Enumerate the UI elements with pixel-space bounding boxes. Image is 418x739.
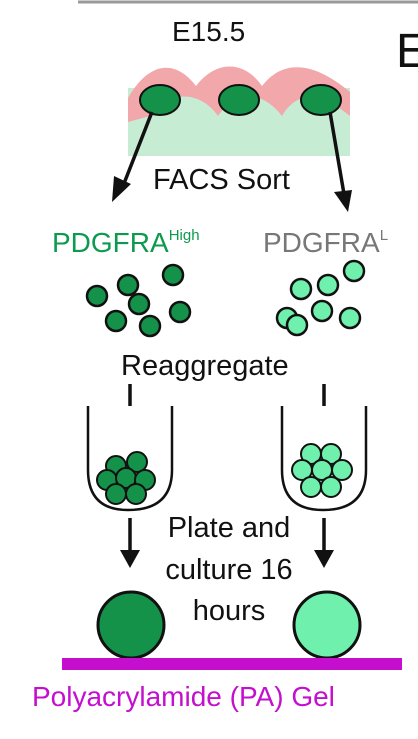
cell-high (104, 309, 128, 333)
plate-step-line3: hours (192, 595, 266, 627)
population-high-superscript: High (168, 226, 200, 244)
population-high-name: PDGFRA (52, 227, 169, 258)
cell-low (338, 306, 362, 330)
cells-low (275, 259, 366, 337)
aggregate-cell (125, 483, 147, 505)
population-low-name: PDGFRA (263, 227, 380, 258)
cell-low (285, 313, 309, 337)
tissue-cell (218, 84, 260, 116)
arrowhead-to-plate-right (314, 550, 334, 568)
stage-label: E15.5 (172, 16, 246, 47)
population-low-label: PDGFRAL (263, 226, 389, 258)
panel-letter: E (396, 25, 418, 78)
cells-high (85, 263, 192, 338)
plate-step-line1: Plate and (167, 512, 291, 544)
aggregate-cell (105, 483, 127, 505)
cell-high (138, 314, 162, 338)
cell-low (342, 259, 366, 283)
cell-high (161, 263, 185, 287)
tissue-schematic (128, 66, 350, 156)
sort-arrow-right (328, 111, 346, 195)
sort-arrow-left (121, 111, 154, 187)
cell-low (289, 277, 313, 301)
sort-arrowhead-left (112, 176, 131, 202)
cell-high (127, 292, 151, 316)
plate-step-line2: culture 16 (165, 554, 293, 586)
cell-low (310, 299, 334, 323)
aggregate-cell (300, 476, 322, 498)
cell-high (85, 284, 109, 308)
aggregate-cell (320, 476, 342, 498)
population-low-superscript: L (379, 226, 389, 244)
reaggregate-step-label: Reaggregate (121, 350, 289, 382)
substrate-label: Polyacrylamide (PA) Gel (32, 681, 335, 712)
sort-step-label: FACS Sort (153, 164, 290, 196)
aggregate-cell (331, 459, 353, 481)
tissue-cell (300, 84, 342, 116)
cell-high (116, 273, 140, 297)
cell-low (316, 273, 340, 297)
cell-high (168, 300, 192, 324)
sort-arrowhead-right (334, 190, 352, 212)
arrowhead-to-plate-left (120, 550, 140, 568)
gel-bar (62, 658, 402, 670)
aggregate-high (96, 451, 156, 505)
aggregate-cell (126, 451, 148, 473)
tissue-cell (139, 84, 181, 116)
population-high-label: PDGFRAHigh (52, 226, 200, 258)
aggregate-low (291, 443, 353, 498)
